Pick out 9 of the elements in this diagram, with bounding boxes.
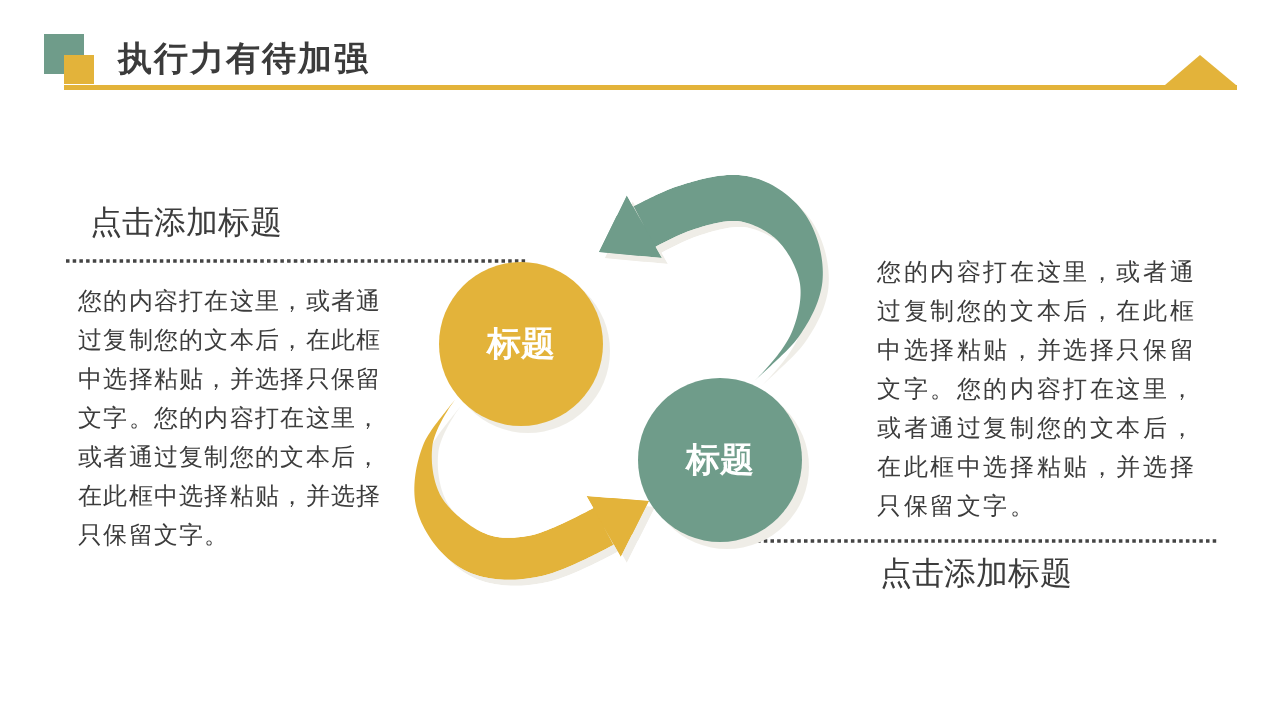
circle-title: 标题 [686, 440, 754, 480]
step-circle [638, 378, 802, 542]
slide-title: 执行力有待加强 [118, 38, 370, 78]
section-heading: 点击添加标题 [880, 554, 1072, 592]
body-paragraph: 您的内容打在这里，或者通过复制您的文本后，在此框中选择粘贴，并选择只保留文字。您的内容打在这里，或者通过复制您的文本后，在此框中选择粘贴，并选择只保留文字。 [877, 257, 1198, 521]
step-circle [439, 262, 603, 426]
body-paragraph: 您的内容打在这里，或者通过复制您的文本后，在此框中选择粘贴，并选择只保留文字。您的内容打在这里，或者通过复制您的文本后，在此框中选择粘贴，并选择只保留文字。 [78, 286, 383, 550]
section-heading: 点击添加标题 [90, 203, 282, 241]
circle-title: 标题 [487, 324, 555, 364]
